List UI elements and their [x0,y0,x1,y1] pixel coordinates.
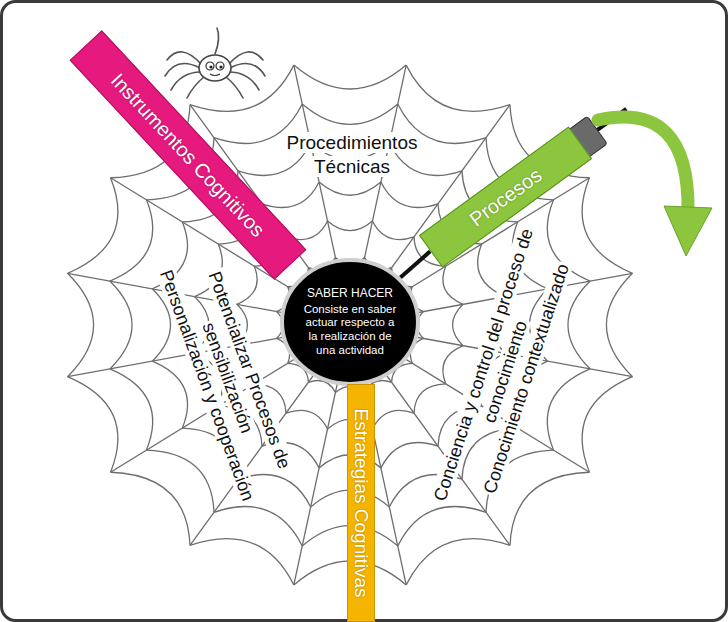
web-ring [68,273,94,376]
web-ring [262,182,319,207]
web-ring [328,221,373,231]
process-bar: Procesos [418,126,591,267]
web-ring [414,384,446,413]
spider [165,28,265,98]
web-ring [190,539,294,585]
web-ring [381,182,438,207]
spider-leg [167,52,201,64]
web-ring [110,369,153,450]
web-ring [443,266,463,304]
web-label: Potencializar Procesos de sensibilizació… [198,267,295,473]
web-ring [286,410,328,429]
web-ring [443,346,463,384]
instrument-bar: Instrumentos Cognitivos [70,30,307,279]
center-ellipse: SABER HACER Consiste en saber actuar resp… [280,258,420,386]
spider-leg [187,76,205,98]
web-ring [294,65,406,89]
spider-thread [215,28,219,54]
ellipse-content: SABER HACER Consiste en saber actuar resp… [280,258,420,386]
spider-leg [165,64,200,77]
web-ring [406,65,510,111]
web-ring [214,507,302,546]
web-ring [568,281,590,369]
web-ring [381,442,438,467]
spider-leg [171,72,201,90]
web-ring [398,507,486,546]
web-ring [302,104,398,124]
ellipse-outline [282,260,418,384]
web-ring [146,450,214,512]
pen-connector [400,251,430,277]
spider-leg [229,72,259,90]
curved-arrow [598,117,688,212]
spider-legs [165,28,265,98]
spider-leg [230,64,265,77]
web-label: Procedimientos [285,132,420,153]
spider-eye [206,62,214,70]
web-ring [582,377,632,473]
spider-eye [216,62,224,70]
web-ring [68,377,118,473]
web-ring [110,281,132,369]
web-ring [582,178,632,274]
web-ring [372,410,414,429]
bar-label: Instrumentos Cognitivos [106,69,269,242]
arrow-head [664,206,712,256]
heading-group: ProcedimientosTécnicas [242,131,462,179]
left-note-group: Potencializar Procesos de sensibilizació… [147,230,310,526]
web-ring [372,221,414,240]
web-ring [111,472,190,545]
web-label: Técnicas [312,156,392,177]
node-heading: SABER HACER [300,286,400,300]
strategy-bar: Estrategias Cognitivas [347,384,375,622]
spider-leg [225,76,243,98]
web-ring [510,472,589,545]
bar-label: Procesos [465,163,546,231]
node-body: Consiste en saber actuar respecto a la r… [300,303,400,358]
label-line: Procedimientos [242,131,462,155]
label-line: Técnicas [242,155,462,179]
spider-body [199,55,231,81]
web-label: Personalización y cooperación [155,266,259,506]
spider-pupil [209,65,212,68]
web-ring [406,539,510,585]
bar-label: Estrategias Cognitivas [350,408,372,597]
spider-leg [229,52,263,64]
web-ring [152,361,187,428]
web-ring [68,178,118,274]
web-ring [453,304,463,345]
spider-mouth [210,74,220,76]
web-ring [237,266,257,304]
web-ring [319,182,381,195]
web-ring [606,273,632,376]
web-ring [110,200,153,281]
spider-pupil [219,65,222,68]
web-ring [547,369,590,450]
